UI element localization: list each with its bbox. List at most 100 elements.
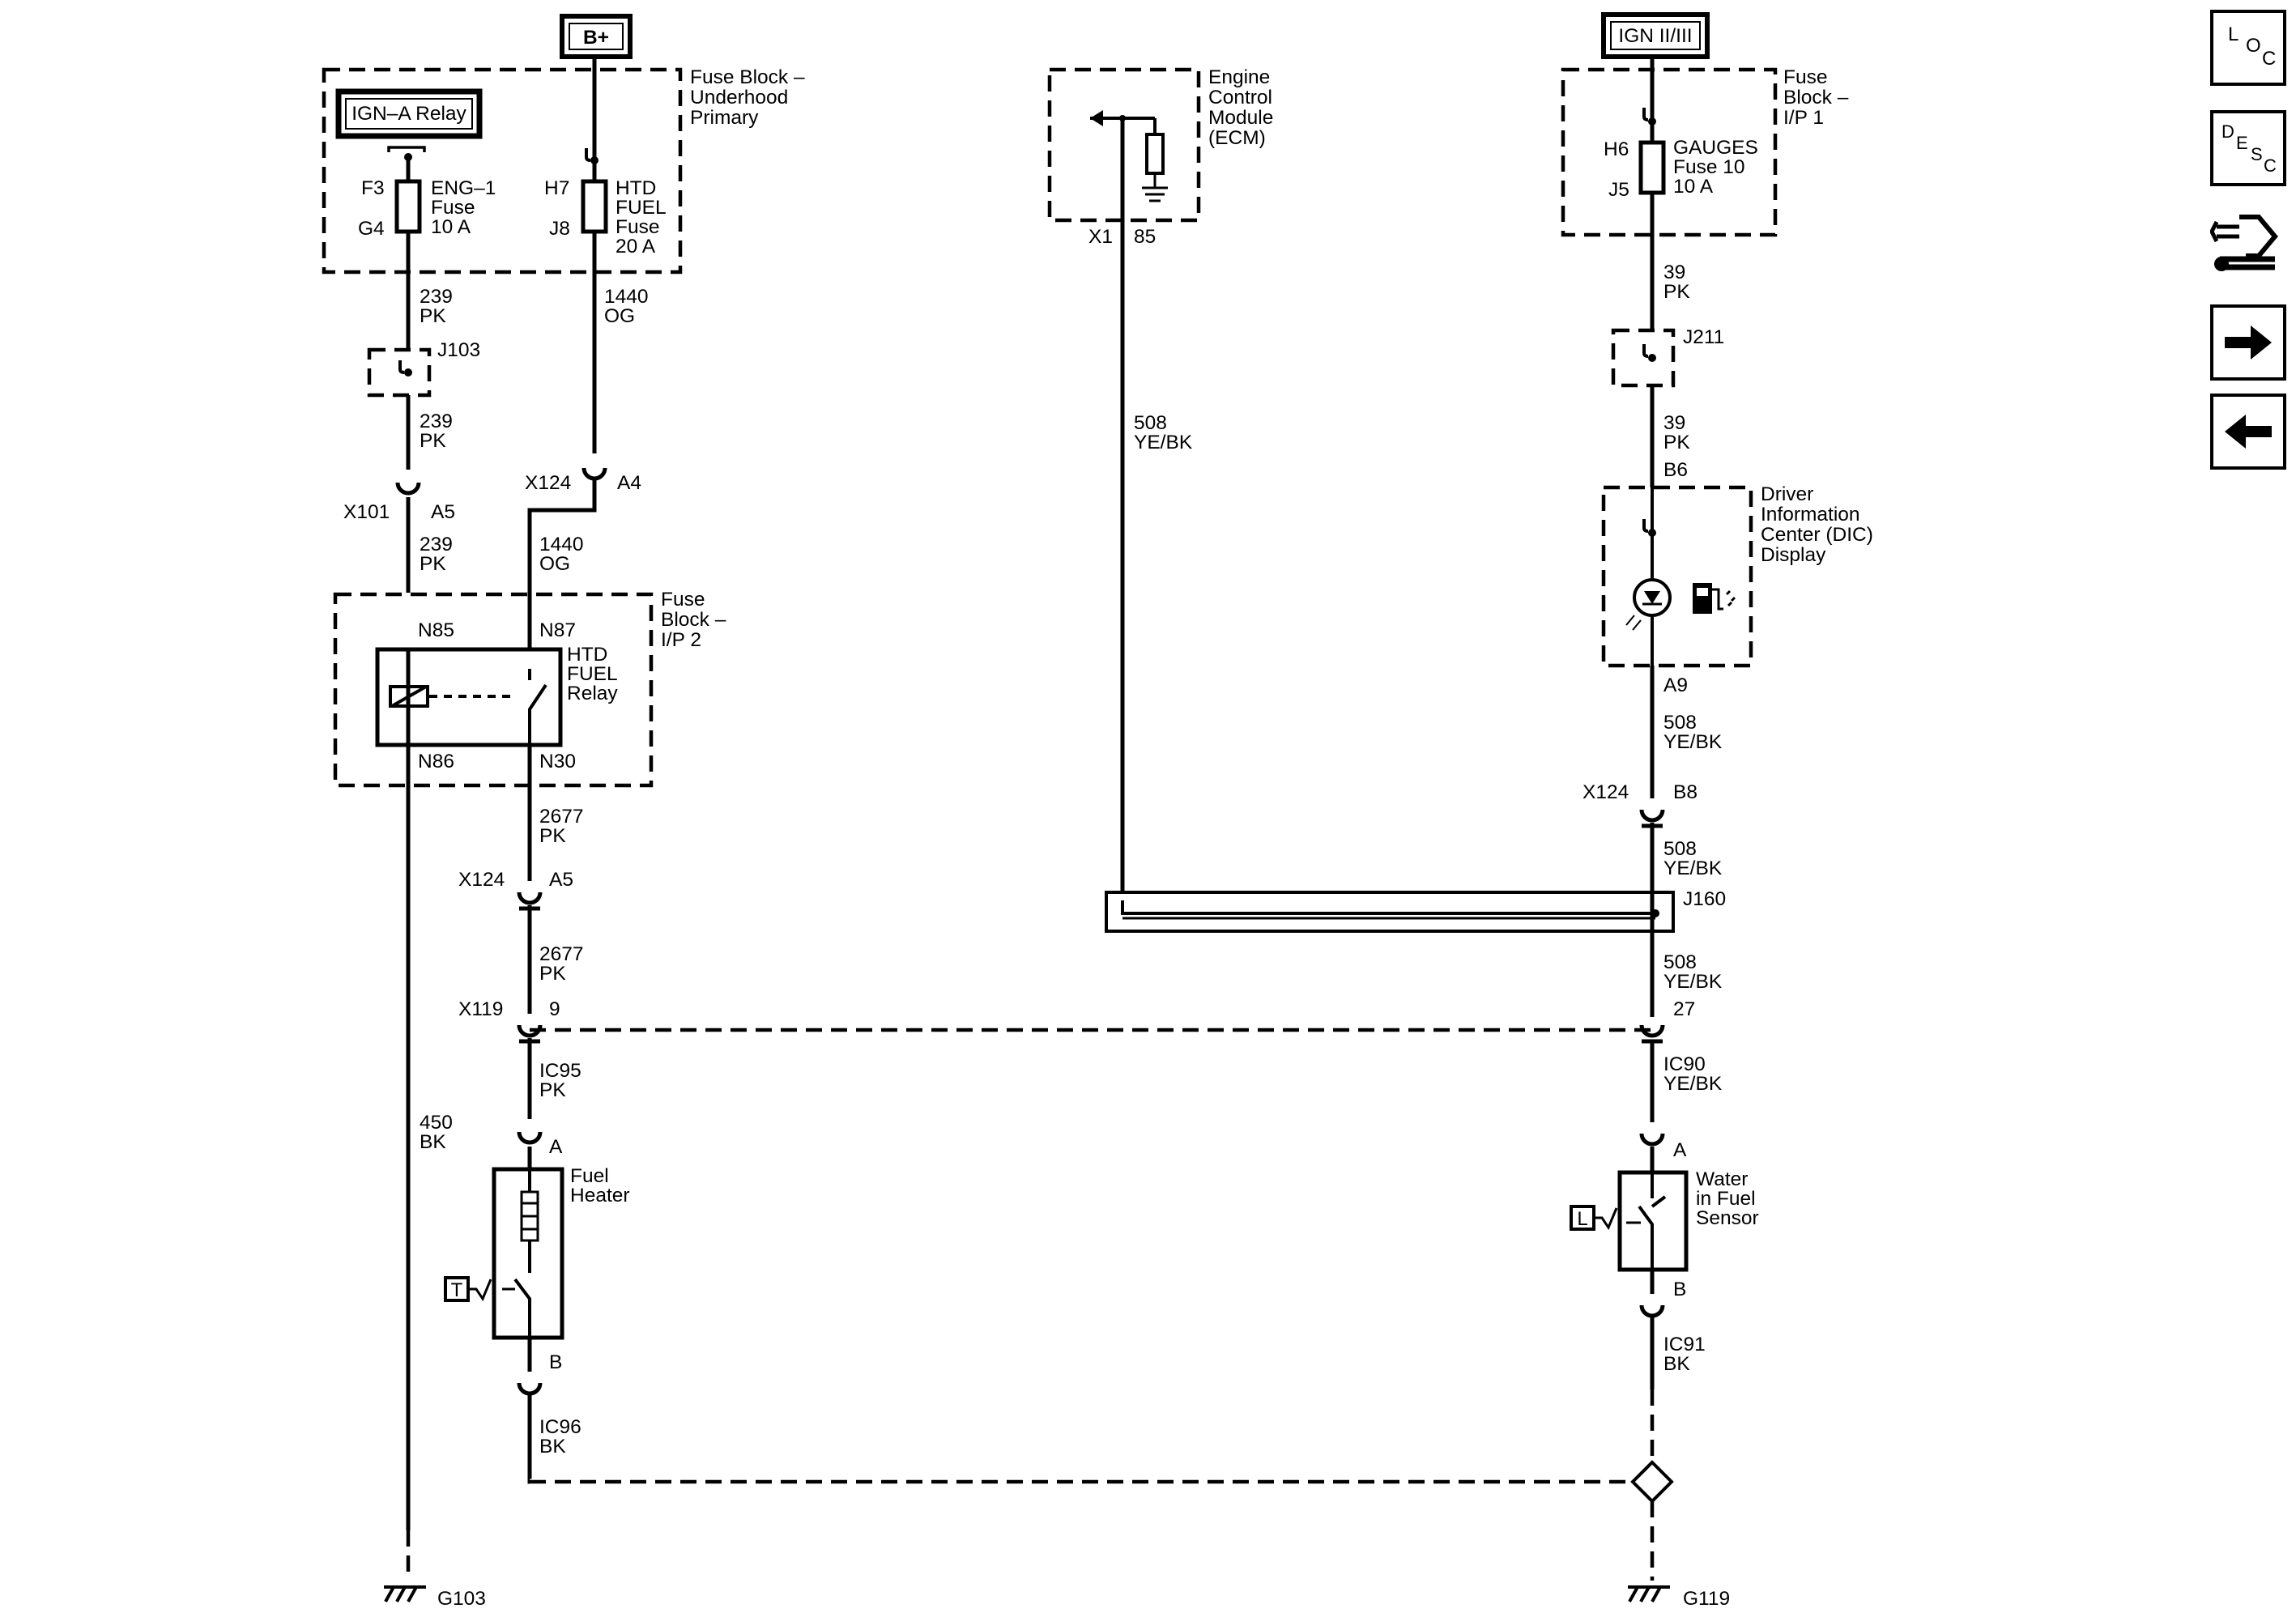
wire-508-color-2: YE/BK [1663,857,1723,879]
b-plus-label: B+ [583,27,609,49]
n85-label: N85 [418,619,454,641]
dic-label-3: Center (DIC) [1761,524,1873,546]
fuel-heater-label-1: Fuel [570,1165,609,1187]
fuse-block-underhood-label-2: Underhood [690,87,788,109]
htd-fuel-fuse [581,179,608,234]
n87-label: N87 [539,619,576,641]
location-button[interactable]: L O C [2210,10,2286,86]
fuse-block-ip2-label-3: I/P 2 [661,629,701,651]
wire-239-number-3: 239 [420,534,453,555]
wire-450-color: BK [420,1131,446,1153]
a4-pin-label: A4 [617,472,641,494]
ic95-label: IC95 [539,1060,581,1082]
water-sensor-label-3: Sensor [1696,1207,1759,1229]
fuse-block-ip2-label-2: Block – [661,609,726,631]
x101-label: X101 [343,501,390,523]
wire-39-color-2: PK [1663,432,1690,453]
f3-label: F3 [361,177,385,199]
wire-39-number-1: 39 [1663,262,1685,283]
wire-39-color-1: PK [1663,281,1690,303]
eng1-label-3: 10 A [431,216,471,238]
n30-label: N30 [539,751,576,772]
ic90-color: YE/BK [1663,1073,1723,1095]
connector-repair-icon [2210,215,2278,271]
h6-label: H6 [1604,138,1629,160]
ecm-label-3: Module [1208,107,1273,129]
svg-text:S: S [2251,144,2263,164]
wire-508-number-2: 508 [1663,838,1697,860]
wire-1440-number: 1440 [604,286,649,308]
g103-ground-symbol [382,1585,428,1603]
fuse-block-ip1-label-3: I/P 1 [1783,107,1824,129]
wire-239-color-1: PK [420,305,446,327]
gauges-label-3: 10 A [1673,176,1714,198]
wire-ic96-bk [527,1338,1655,1484]
description-button[interactable]: D E S C [2210,110,2286,186]
j103-label: J103 [437,339,480,361]
fuel-pump-icon [1693,583,1736,614]
desc-icon: D E S C [2221,121,2277,176]
ecm-label-4: (ECM) [1208,127,1266,149]
water-sensor-pin-a: A [1673,1139,1687,1161]
wire-450-number: 450 [420,1112,453,1134]
previous-arrow-button[interactable] [2210,394,2286,470]
x124-a5-connector-label: X124 [458,869,505,891]
fuse-block-underhood-label-1: Fuse Block – [690,66,805,88]
ign-2-3-label: IGN II/III [1618,25,1692,47]
eng1-label-1: ENG–1 [431,177,496,199]
fuel-heater-label-2: Heater [570,1185,630,1206]
wire-1440-og-lower [527,479,597,649]
x124-b8-connector-label: X124 [1582,781,1629,803]
x119-label: X119 [458,998,503,1020]
x1-pin85-label: 85 [1134,226,1156,248]
ign-a-relay-box: IGN–A Relay [335,88,483,139]
ign-a-relay-label: IGN–A Relay [351,103,466,125]
wire-508-number-1: 508 [1663,712,1697,734]
dic-label-4: Display [1761,544,1826,566]
fuse-block-ip1-label-2: Block – [1783,87,1849,109]
j211-splice-boundary [1611,328,1676,388]
x124-a4-connector-label: X124 [525,472,571,494]
htd-fuse-label-4: 20 A [616,236,656,257]
ic91-color: BK [1663,1353,1690,1375]
svg-text:E: E [2236,133,2248,153]
fuse-block-ip1-label-1: Fuse [1783,66,1827,88]
x124-a5-pin-label: A5 [549,869,573,891]
wire-og-color-2: OG [539,553,570,575]
wire-508-number-ecm: 508 [1134,412,1167,434]
arrow-left-icon [2225,415,2272,449]
eng1-fuse [394,179,422,234]
wire-508-color-1: YE/BK [1663,731,1723,753]
loc-icon: L O C [2228,23,2276,70]
wire-508-color-ecm: YE/BK [1134,432,1193,453]
ic95-color: PK [539,1079,566,1101]
ground-junction-diamond [1630,1460,1674,1504]
wire-239-number-1: 239 [420,286,453,308]
wire-508-color-3: YE/BK [1663,971,1723,993]
wire-239-color-3: PK [420,553,446,575]
water-in-fuel-sensor [1570,1170,1689,1272]
g4-label: G4 [358,218,385,240]
wire-2677-number-1: 2677 [539,806,584,828]
htd-fuse-label-3: Fuse [616,216,659,238]
wire-39-number-2: 39 [1663,412,1685,434]
arrow-right-icon [2225,326,2272,360]
eng1-label-2: Fuse [431,197,475,219]
connector-repair-button[interactable] [2210,204,2286,280]
wire-2677-color-2: PK [539,963,566,985]
ic96-color: BK [539,1436,566,1457]
wire-2677-number-2: 2677 [539,943,584,965]
j8-label: J8 [549,218,570,240]
dic-b6-pin: B6 [1663,459,1688,481]
j160-splice-pack [1105,891,1675,933]
htd-fuel-relay [375,647,563,747]
j103-splice-boundary [367,347,432,398]
x119-pin9-label: 9 [549,998,560,1020]
x101-a5-label: A5 [431,501,455,523]
j211-label: J211 [1683,326,1724,348]
next-arrow-button[interactable] [2210,304,2286,381]
wire-1440-number-2: 1440 [539,534,584,555]
ic96-label: IC96 [539,1416,581,1438]
gauges-label-2: Fuse 10 [1673,156,1745,178]
